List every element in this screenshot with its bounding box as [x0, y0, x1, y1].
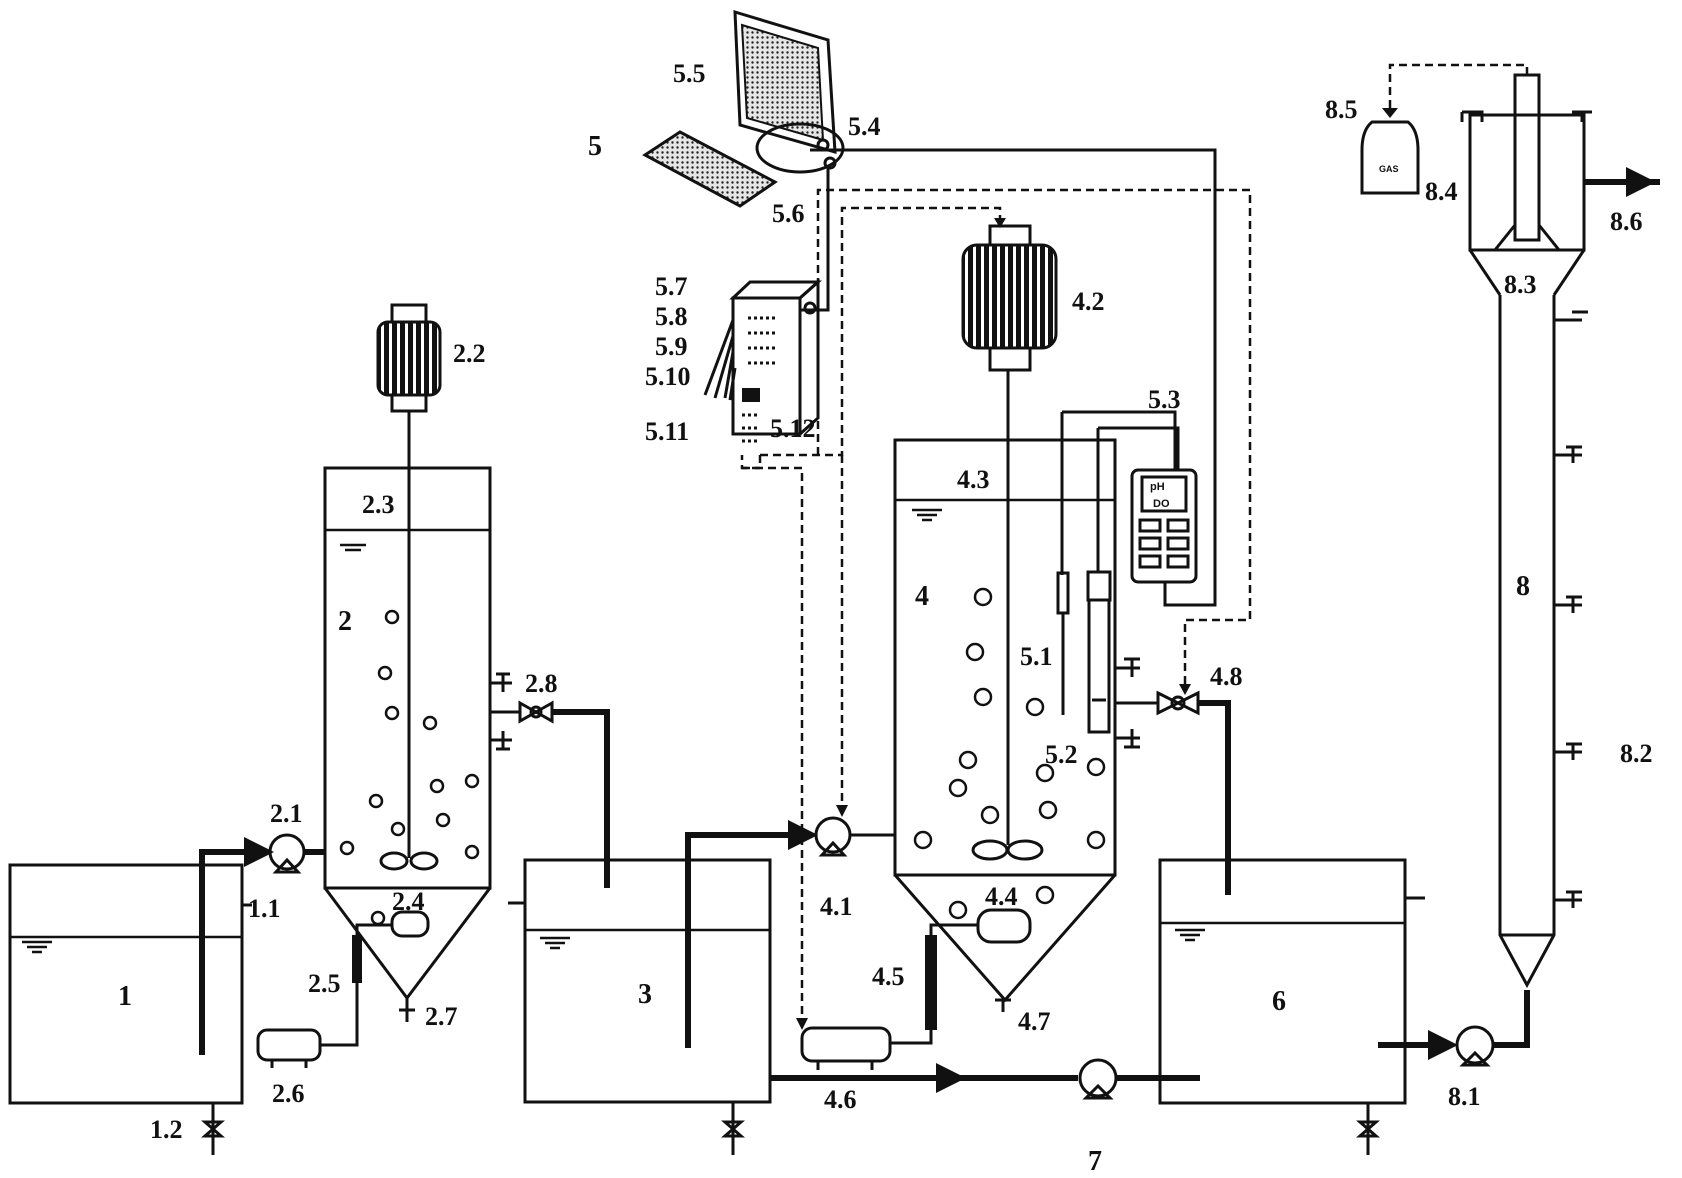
reactor-4: 4.3 4 4.2 4.4 4.7	[893, 224, 1140, 1036]
flowmeter-4-5	[925, 935, 937, 1030]
drain-valve-1-2	[201, 1120, 225, 1138]
motor-2-2	[376, 303, 442, 413]
label-8-6: 8.6	[1610, 207, 1643, 236]
reactor-2-label: 2	[338, 606, 352, 637]
label-5-5: 5.5	[673, 59, 706, 88]
tank-6: 6	[1158, 858, 1425, 1155]
tank-3-label: 3	[638, 979, 652, 1010]
gas-bag-text: GAS	[1379, 164, 1399, 174]
label-2-3: 2.3	[362, 490, 395, 519]
control-line-motor-4-2	[760, 206, 1002, 457]
tank-6-label: 6	[1272, 986, 1286, 1017]
feed-pipe-1	[199, 849, 258, 1055]
probe-5-1: 5.1	[1020, 412, 1070, 715]
gas-bag-8-5: GAS 8.5	[1325, 63, 1529, 195]
label-2-1: 2.1	[270, 799, 303, 828]
keyboard	[642, 130, 778, 208]
label-5-10: 5.10	[645, 362, 691, 391]
label-2-8: 2.8	[525, 669, 558, 698]
pump-2-1: 2.1	[268, 799, 306, 874]
meter-do-text: DO	[1153, 498, 1170, 510]
column-8: 8.3 8 8.2 8.4 8.6	[1425, 73, 1660, 989]
label-4-4: 4.4	[985, 882, 1018, 911]
label-4-5: 4.5	[872, 962, 905, 991]
label-8-1: 8.1	[1448, 1082, 1481, 1111]
label-5-9: 5.9	[655, 332, 688, 361]
bubbles-4	[913, 587, 1106, 920]
label-5-4: 5.4	[848, 112, 881, 141]
label-2-7: 2.7	[425, 1002, 458, 1031]
blower-2-6: 2.6	[256, 1028, 322, 1108]
pump-4-1: 4.1	[814, 816, 853, 921]
label-5-6: 5.6	[772, 199, 805, 228]
controller-box	[729, 278, 822, 438]
valve-4-8	[1156, 690, 1200, 716]
label-8-4: 8.4	[1425, 177, 1458, 206]
reactor-2: 2.3 2 2.2 2.4	[323, 303, 512, 1031]
label-4-2: 4.2	[1072, 287, 1105, 316]
label-1-1: 1.1	[248, 894, 281, 923]
label-2-5: 2.5	[308, 969, 341, 998]
monitor-5-5	[733, 9, 845, 174]
blower-4-6: 4.6	[800, 1026, 892, 1114]
label-5-3: 5.3	[1148, 385, 1181, 414]
control-line-valve-4-8	[816, 188, 1252, 688]
ph-do-meter: pH DO	[1130, 468, 1198, 584]
label-4-1: 4.1	[820, 892, 853, 921]
meter-ph-text: pH	[1150, 481, 1165, 493]
pump-8-1: 8.1	[1448, 1025, 1495, 1111]
probe-5-2: 5.2	[1045, 428, 1112, 769]
reactor-4-label: 4	[915, 581, 929, 612]
label-8-5: 8.5	[1325, 95, 1358, 124]
label-8-3: 8.3	[1504, 270, 1537, 299]
bubbles-2	[339, 609, 480, 926]
label-5: 5	[588, 131, 602, 162]
label-2-2: 2.2	[453, 339, 486, 368]
label-5-12: 5.12	[770, 414, 816, 443]
tank-3: 3	[508, 858, 772, 1155]
aerator-4-4	[976, 908, 1032, 944]
label-5-2: 5.2	[1045, 740, 1078, 769]
label-1-2: 1.2	[150, 1115, 183, 1144]
label-2-4: 2.4	[392, 887, 425, 916]
tank-1: 1 1.1 1.2	[8, 863, 281, 1155]
label-4-8: 4.8	[1210, 662, 1243, 691]
label-5-7: 5.7	[655, 272, 688, 301]
label-4-6: 4.6	[824, 1085, 857, 1114]
flowmeter-2-5	[352, 935, 362, 983]
label-8-2: 8.2	[1620, 739, 1653, 768]
label-2-6: 2.6	[272, 1079, 305, 1108]
label-5-8: 5.8	[655, 302, 688, 331]
motor-4-2	[961, 224, 1058, 372]
label-5-1: 5.1	[1020, 642, 1053, 671]
valve-2-8	[518, 700, 554, 724]
label-4-3: 4.3	[957, 465, 990, 494]
pump-7: 7	[1078, 1058, 1118, 1177]
column-8-label: 8	[1516, 571, 1530, 602]
label-5-11: 5.11	[645, 417, 689, 446]
control-line-blower-4-6	[742, 466, 804, 1025]
label-7: 7	[1088, 1146, 1102, 1177]
label-4-7: 4.7	[1018, 1007, 1051, 1036]
tank-1-label: 1	[118, 981, 132, 1012]
